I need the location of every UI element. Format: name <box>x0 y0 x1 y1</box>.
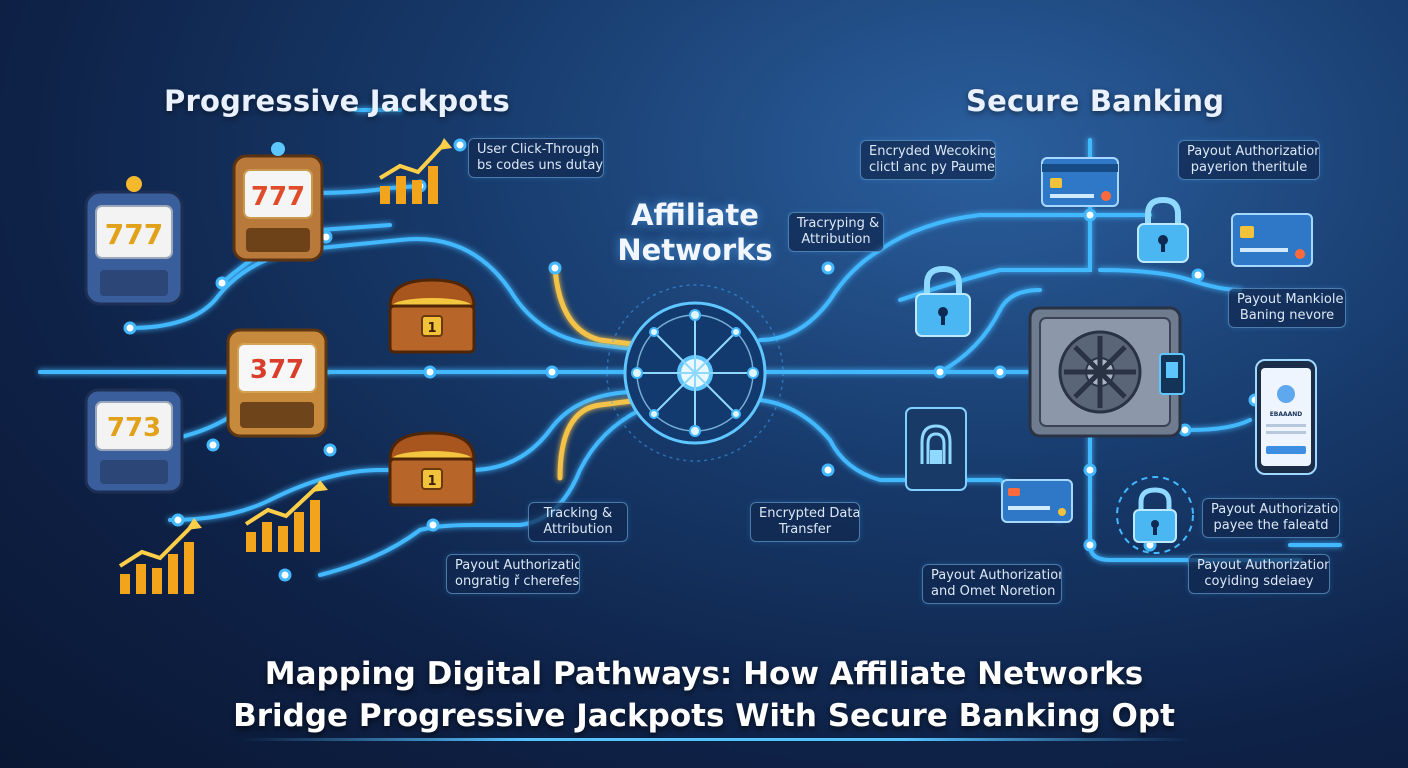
slot-reel-text: 377 <box>250 355 304 385</box>
headline-underline <box>240 738 1190 741</box>
label-tracking-attribution: Tracking &Attribution <box>528 502 628 542</box>
smartphone-icon: EBAAAND <box>1255 359 1317 475</box>
chest-badge: 1 <box>427 321 436 336</box>
slot-machine-icon: 377 <box>226 328 328 438</box>
hub-title-line1: Affiliate <box>631 198 759 232</box>
bank-vault-icon <box>1028 306 1185 438</box>
right-section-title: Secure Banking <box>966 84 1225 118</box>
growth-chart-icon <box>244 480 328 552</box>
padlock-icon <box>915 265 971 337</box>
gold-pathways <box>552 265 643 481</box>
padlock-icon <box>1137 196 1189 263</box>
slot-reel-text: 773 <box>107 413 161 443</box>
hub-title-line2: Networks <box>617 233 773 267</box>
growth-chart-icon <box>378 138 452 204</box>
slot-reel-text: 777 <box>251 182 305 212</box>
chest-badge: 1 <box>427 474 436 489</box>
credit-card-icon <box>1041 157 1119 207</box>
blue-pathways <box>38 108 1342 577</box>
treasure-chest-icon: 1 <box>388 278 476 354</box>
hub-title: Affiliate Networks <box>600 198 790 268</box>
treasure-chest-icon: 1 <box>388 431 476 507</box>
growth-chart-icon <box>118 518 202 594</box>
slot-machine-icon: 777 <box>232 142 324 262</box>
headline-line2: Bridge Progressive Jackpots With Secure … <box>233 698 1175 734</box>
network-hub-icon <box>606 284 784 462</box>
biometric-scanner-icon <box>905 407 967 491</box>
credit-card-icon <box>1231 213 1313 267</box>
slot-machine-icon: 777 <box>84 176 184 306</box>
slot-machine-icon: 773 <box>84 388 184 494</box>
padlock-icon <box>1116 476 1194 554</box>
credit-card-icon <box>1001 479 1073 523</box>
headline-line1: Mapping Digital Pathways: How Affiliate … <box>264 656 1144 692</box>
slot-reel-text: 777 <box>105 218 163 251</box>
left-section-title: Progressive Jackpots <box>164 84 510 118</box>
label-tracryping-attribution: Tracryping &Attribution <box>788 212 884 252</box>
phone-brand-text: EBAAAND <box>1270 411 1303 418</box>
